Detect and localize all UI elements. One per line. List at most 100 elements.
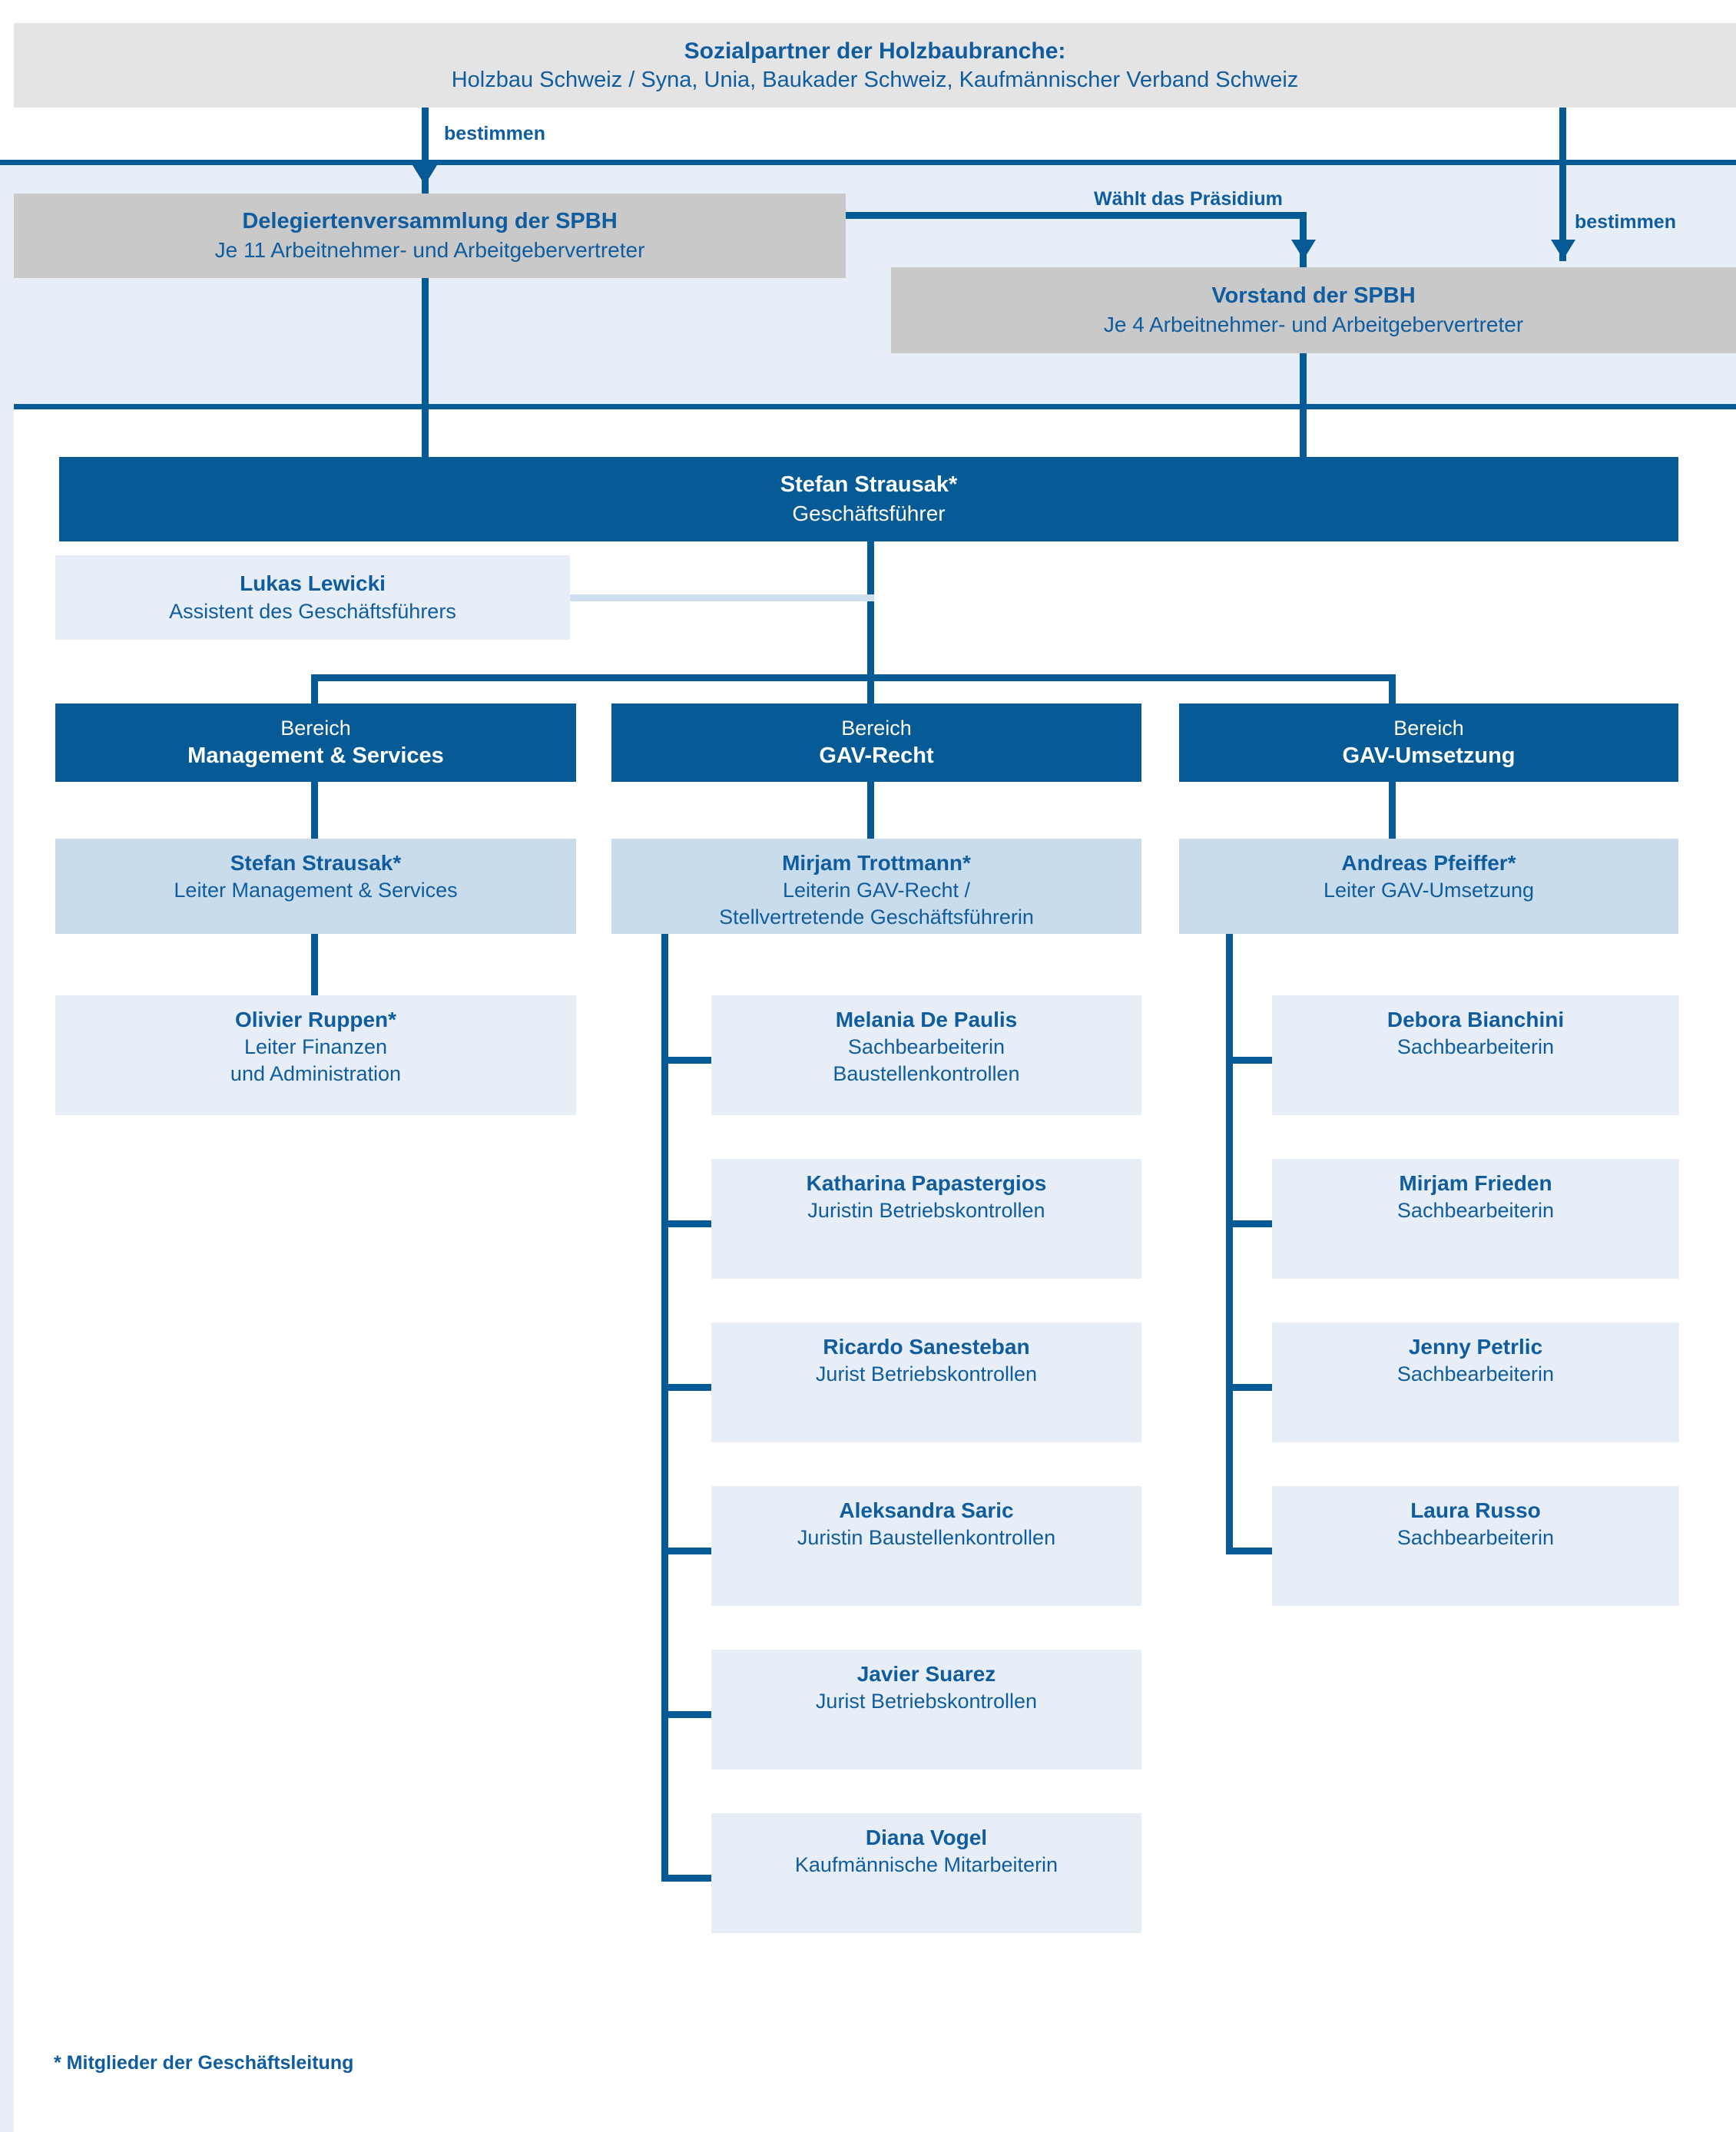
staff-name: Olivier Ruppen* (234, 1008, 397, 1031)
staff-name: Diana Vogel (865, 1826, 988, 1849)
dept-header-gav-umsetzung[interactable]: Bereich GAV-Umsetzung (1179, 703, 1678, 782)
distributor-drop-right (1389, 674, 1396, 703)
distributor-bar (311, 674, 1396, 681)
connector-dept1-to-leader (867, 782, 874, 842)
arrow-banner-to-vorstand (1551, 240, 1575, 260)
box-assistant[interactable]: Lukas Lewicki Assistent des Geschäftsfüh… (55, 555, 570, 640)
connector-dept2-to-leader (1389, 782, 1396, 842)
band-rule-bottom (14, 404, 1736, 409)
label-waehlt-praesidium: Wählt das Präsidium (1094, 188, 1283, 210)
connector-tick-dept1-5 (661, 1875, 717, 1882)
connector-tick-dept1-2 (661, 1384, 717, 1391)
dept-prefix: Bereich (1393, 716, 1464, 740)
label-bestimmen-left: bestimmen (444, 123, 545, 144)
staff-role-line-2: Baustellenkontrollen (833, 1062, 1020, 1086)
leader-role-line: Leiter Management & Services (174, 879, 458, 902)
connector-tick-dept2-3 (1226, 1548, 1278, 1554)
connector-banner-to-vorstand (1559, 108, 1566, 261)
staff-box-katharina-papastergios[interactable]: Katharina Papastergios Juristin Betriebs… (711, 1159, 1141, 1279)
connector-assistant (568, 594, 874, 601)
left-edge-strip (0, 160, 14, 2132)
staff-name: Ricardo Sanesteban (823, 1335, 1030, 1359)
dv-name: Delegiertenversammlung der SPBH (242, 208, 618, 233)
staff-name: Katharina Papastergios (806, 1171, 1047, 1195)
dept-name: Management & Services (187, 743, 444, 768)
distributor-drop-center (867, 674, 874, 703)
staff-name: Laura Russo (1410, 1498, 1541, 1522)
top-banner-subtitle: Holzbau Schweiz / Syna, Unia, Baukader S… (451, 67, 1299, 92)
staff-role-line-1: Sachbearbeiterin (1396, 1199, 1555, 1223)
dept-header-gav-recht[interactable]: Bereich GAV-Recht (611, 703, 1141, 782)
staff-box-jenny-petrlic[interactable]: Jenny Petrlic Sachbearbeiterin (1272, 1323, 1679, 1442)
leader-box-gav-umsetzung[interactable]: Andreas Pfeiffer* Leiter GAV-Umsetzung (1179, 839, 1678, 934)
leader-name: Mirjam Trottmann* (782, 851, 971, 875)
staff-role-line-1: Sachbearbeiterin (1396, 1362, 1555, 1386)
vorstand-role: Je 4 Arbeitnehmer- und Arbeitgebervertre… (1103, 312, 1524, 336)
connector-tick-dept1-4 (661, 1711, 717, 1718)
staff-role-line-1: Jurist Betriebskontrollen (815, 1690, 1038, 1713)
box-geschaeftsfuehrer[interactable]: Stefan Strausak* Geschäftsführer (59, 457, 1678, 541)
leader-box-management-services[interactable]: Stefan Strausak* Leiter Management & Ser… (55, 839, 576, 934)
connector-dept0-leader-to-staff (311, 934, 318, 997)
staff-role-line-1: Sachbearbeiterin (847, 1035, 1005, 1059)
staff-role-line-1: Kaufmännische Mitarbeiterin (794, 1853, 1058, 1877)
dv-role: Je 11 Arbeitnehmer- und Arbeitgebervertr… (214, 237, 645, 262)
dept-header-management-services[interactable]: Bereich Management & Services (55, 703, 576, 782)
staff-box-aleksandra-saric[interactable]: Aleksandra Saric Juristin Baustellenkont… (711, 1486, 1141, 1606)
box-vorstand[interactable]: Vorstand der SPBH Je 4 Arbeitnehmer- und… (891, 267, 1736, 353)
staff-role-line-1: Sachbearbeiterin (1396, 1035, 1555, 1059)
staff-name: Aleksandra Saric (839, 1498, 1014, 1522)
connector-tick-dept1-0 (661, 1057, 717, 1064)
staff-name: Mirjam Frieden (1399, 1171, 1552, 1195)
distributor-drop-left (311, 674, 318, 703)
staff-box-debora-bianchini[interactable]: Debora Bianchini Sachbearbeiterin (1272, 995, 1679, 1115)
connector-dv-trunk (422, 278, 429, 457)
connector-dept0-to-leader (311, 782, 318, 842)
staff-role-line-1: Juristin Betriebskontrollen (807, 1199, 1045, 1223)
staff-role-line-1: Sachbearbeiterin (1396, 1526, 1555, 1550)
staff-box-javier-suarez[interactable]: Javier Suarez Jurist Betriebskontrollen (711, 1650, 1141, 1769)
connector-vorstand-trunk (1300, 353, 1307, 457)
staff-box-mirjam-frieden[interactable]: Mirjam Frieden Sachbearbeiterin (1272, 1159, 1679, 1279)
connector-tick-dept2-0 (1226, 1057, 1278, 1064)
dept-name: GAV-Umsetzung (1342, 743, 1516, 768)
top-banner-box: Sozialpartner der Holzbaubranche: Holzba… (14, 23, 1736, 108)
leader-box-gav-recht[interactable]: Mirjam Trottmann* Leiterin GAV-Recht / S… (611, 839, 1141, 934)
connector-banner-to-dv (422, 108, 429, 194)
dept-name: GAV-Recht (819, 743, 934, 768)
connector-dept1-trunk (661, 934, 668, 1882)
connector-chief-trunk (867, 541, 874, 680)
staff-role-line-1: Juristin Baustellenkontrollen (797, 1526, 1056, 1550)
leader-name: Stefan Strausak* (230, 851, 402, 875)
staff-box-diana-vogel[interactable]: Diana Vogel Kaufmännische Mitarbeiterin (711, 1813, 1141, 1933)
vorstand-name: Vorstand der SPBH (1211, 283, 1416, 308)
staff-role-line-1: Leiter Finanzen (244, 1035, 388, 1059)
chief-name: Stefan Strausak* (780, 472, 958, 497)
leader-role-line-2: Stellvertretende Geschäftsführerin (719, 905, 1034, 929)
connector-tick-dept1-1 (661, 1220, 717, 1227)
staff-box-melania-de-paulis[interactable]: Melania De Paulis Sachbearbeiterin Baust… (711, 995, 1141, 1115)
box-delegiertenversammlung[interactable]: Delegiertenversammlung der SPBH Je 11 Ar… (14, 194, 846, 278)
chief-role: Geschäftsführer (792, 501, 946, 525)
staff-box-laura-russo[interactable]: Laura Russo Sachbearbeiterin (1272, 1486, 1679, 1606)
leader-name: Andreas Pfeiffer* (1341, 851, 1516, 875)
staff-name: Melania De Paulis (835, 1008, 1018, 1031)
leader-role-line-1: Leiterin GAV-Recht / (782, 879, 971, 902)
top-banner-title: Sozialpartner der Holzbaubranche: (684, 38, 1066, 64)
staff-box-ricardo-sanesteban[interactable]: Ricardo Sanesteban Jurist Betriebskontro… (711, 1323, 1141, 1442)
staff-box-olivier-ruppen[interactable]: Olivier Ruppen* Leiter Finanzen und Admi… (55, 995, 576, 1115)
dept-prefix: Bereich (841, 716, 912, 740)
band-rule-top (0, 160, 1736, 165)
staff-name: Debora Bianchini (1386, 1008, 1565, 1031)
label-bestimmen-right: bestimmen (1575, 211, 1676, 233)
staff-name: Jenny Petrlic (1408, 1335, 1543, 1359)
connector-dv-to-vorstand-h (846, 212, 1307, 219)
staff-role-line-1: Jurist Betriebskontrollen (815, 1362, 1038, 1386)
leader-role-line-1: Leiter GAV-Umsetzung (1323, 879, 1535, 902)
assistant-name: Lukas Lewicki (240, 571, 386, 596)
connector-tick-dept2-2 (1226, 1384, 1278, 1391)
footnote-geschaeftsleitung: * Mitglieder der Geschäftsleitung (54, 2052, 354, 2074)
arrow-banner-to-dv (412, 165, 437, 185)
staff-role-line-2: und Administration (230, 1062, 402, 1086)
